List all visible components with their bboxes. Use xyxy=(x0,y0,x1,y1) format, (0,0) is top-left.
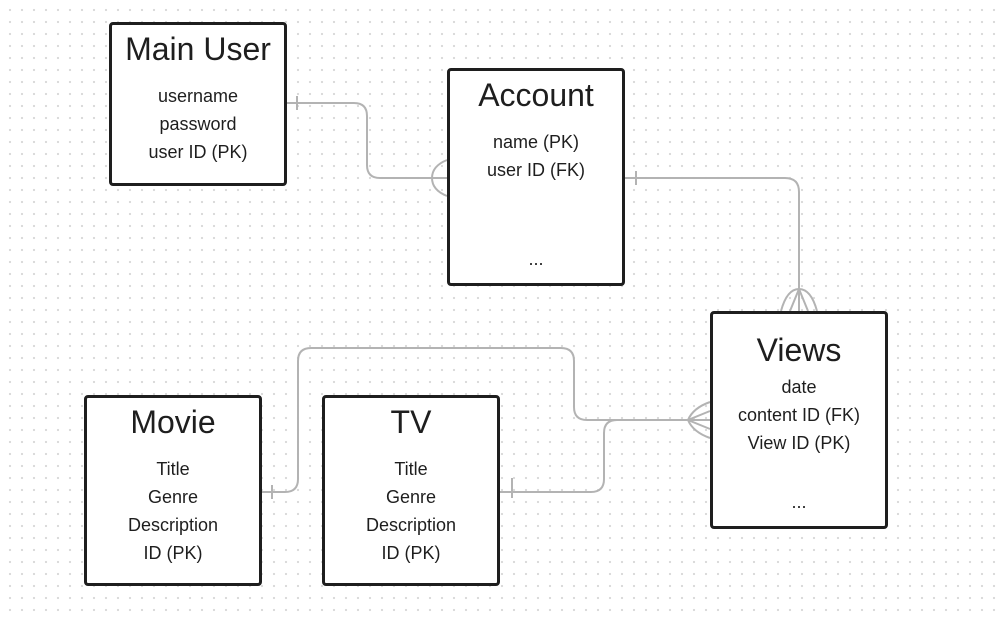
entity-tv[interactable]: TV Title Genre Description ID (PK) xyxy=(322,395,500,586)
field-username: username xyxy=(157,86,239,106)
field-content-id: content ID (FK) xyxy=(737,405,861,425)
field-genre: Genre xyxy=(385,487,437,507)
field-genre: Genre xyxy=(147,487,199,507)
field-description: Description xyxy=(127,515,219,535)
crows-foot-marker xyxy=(430,159,448,197)
field-description: Description xyxy=(365,515,457,535)
relationship-tv-views[interactable] xyxy=(500,419,710,498)
connector-line xyxy=(625,177,800,311)
relationship-account-views[interactable] xyxy=(625,171,818,312)
field-name: name (PK) xyxy=(492,132,580,152)
connector-line xyxy=(287,102,447,179)
field-list: Title Genre Description ID (PK) xyxy=(325,455,497,567)
more-fields-ellipsis: ... xyxy=(791,492,807,512)
entity-account[interactable]: Account name (PK) user ID (FK) ... xyxy=(447,68,625,286)
field-title: Title xyxy=(394,459,428,479)
crows-foot-marker xyxy=(780,286,818,312)
entity-main-user[interactable]: Main User username password user ID (PK) xyxy=(109,22,287,186)
field-date: date xyxy=(781,377,817,397)
entity-title: Movie xyxy=(130,404,216,440)
entity-movie[interactable]: Movie Title Genre Description ID (PK) xyxy=(84,395,262,586)
field-list: Title Genre Description ID (PK) xyxy=(87,455,259,567)
more-fields-ellipsis: ... xyxy=(528,249,544,269)
field-id: ID (PK) xyxy=(381,543,441,563)
entity-title: TV xyxy=(390,404,432,440)
connector-line xyxy=(500,419,710,493)
crows-foot-marker-views xyxy=(685,401,711,439)
field-id: ID (PK) xyxy=(143,543,203,563)
entity-title: Account xyxy=(478,77,594,113)
entity-views[interactable]: Views date content ID (FK) View ID (PK) … xyxy=(710,311,888,529)
field-list: username password user ID (PK) xyxy=(112,82,284,166)
field-list: name (PK) user ID (FK) xyxy=(450,128,622,184)
entity-title: Views xyxy=(756,332,842,368)
field-user-id: user ID (PK) xyxy=(148,142,248,162)
field-view-id: View ID (PK) xyxy=(747,433,851,453)
field-password: password xyxy=(159,114,237,134)
entity-title: Main User xyxy=(125,31,271,67)
field-title: Title xyxy=(156,459,190,479)
field-user-id: user ID (FK) xyxy=(486,160,585,180)
field-list: date content ID (FK) View ID (PK) xyxy=(713,373,885,457)
relationship-main-user-account[interactable] xyxy=(287,96,448,197)
